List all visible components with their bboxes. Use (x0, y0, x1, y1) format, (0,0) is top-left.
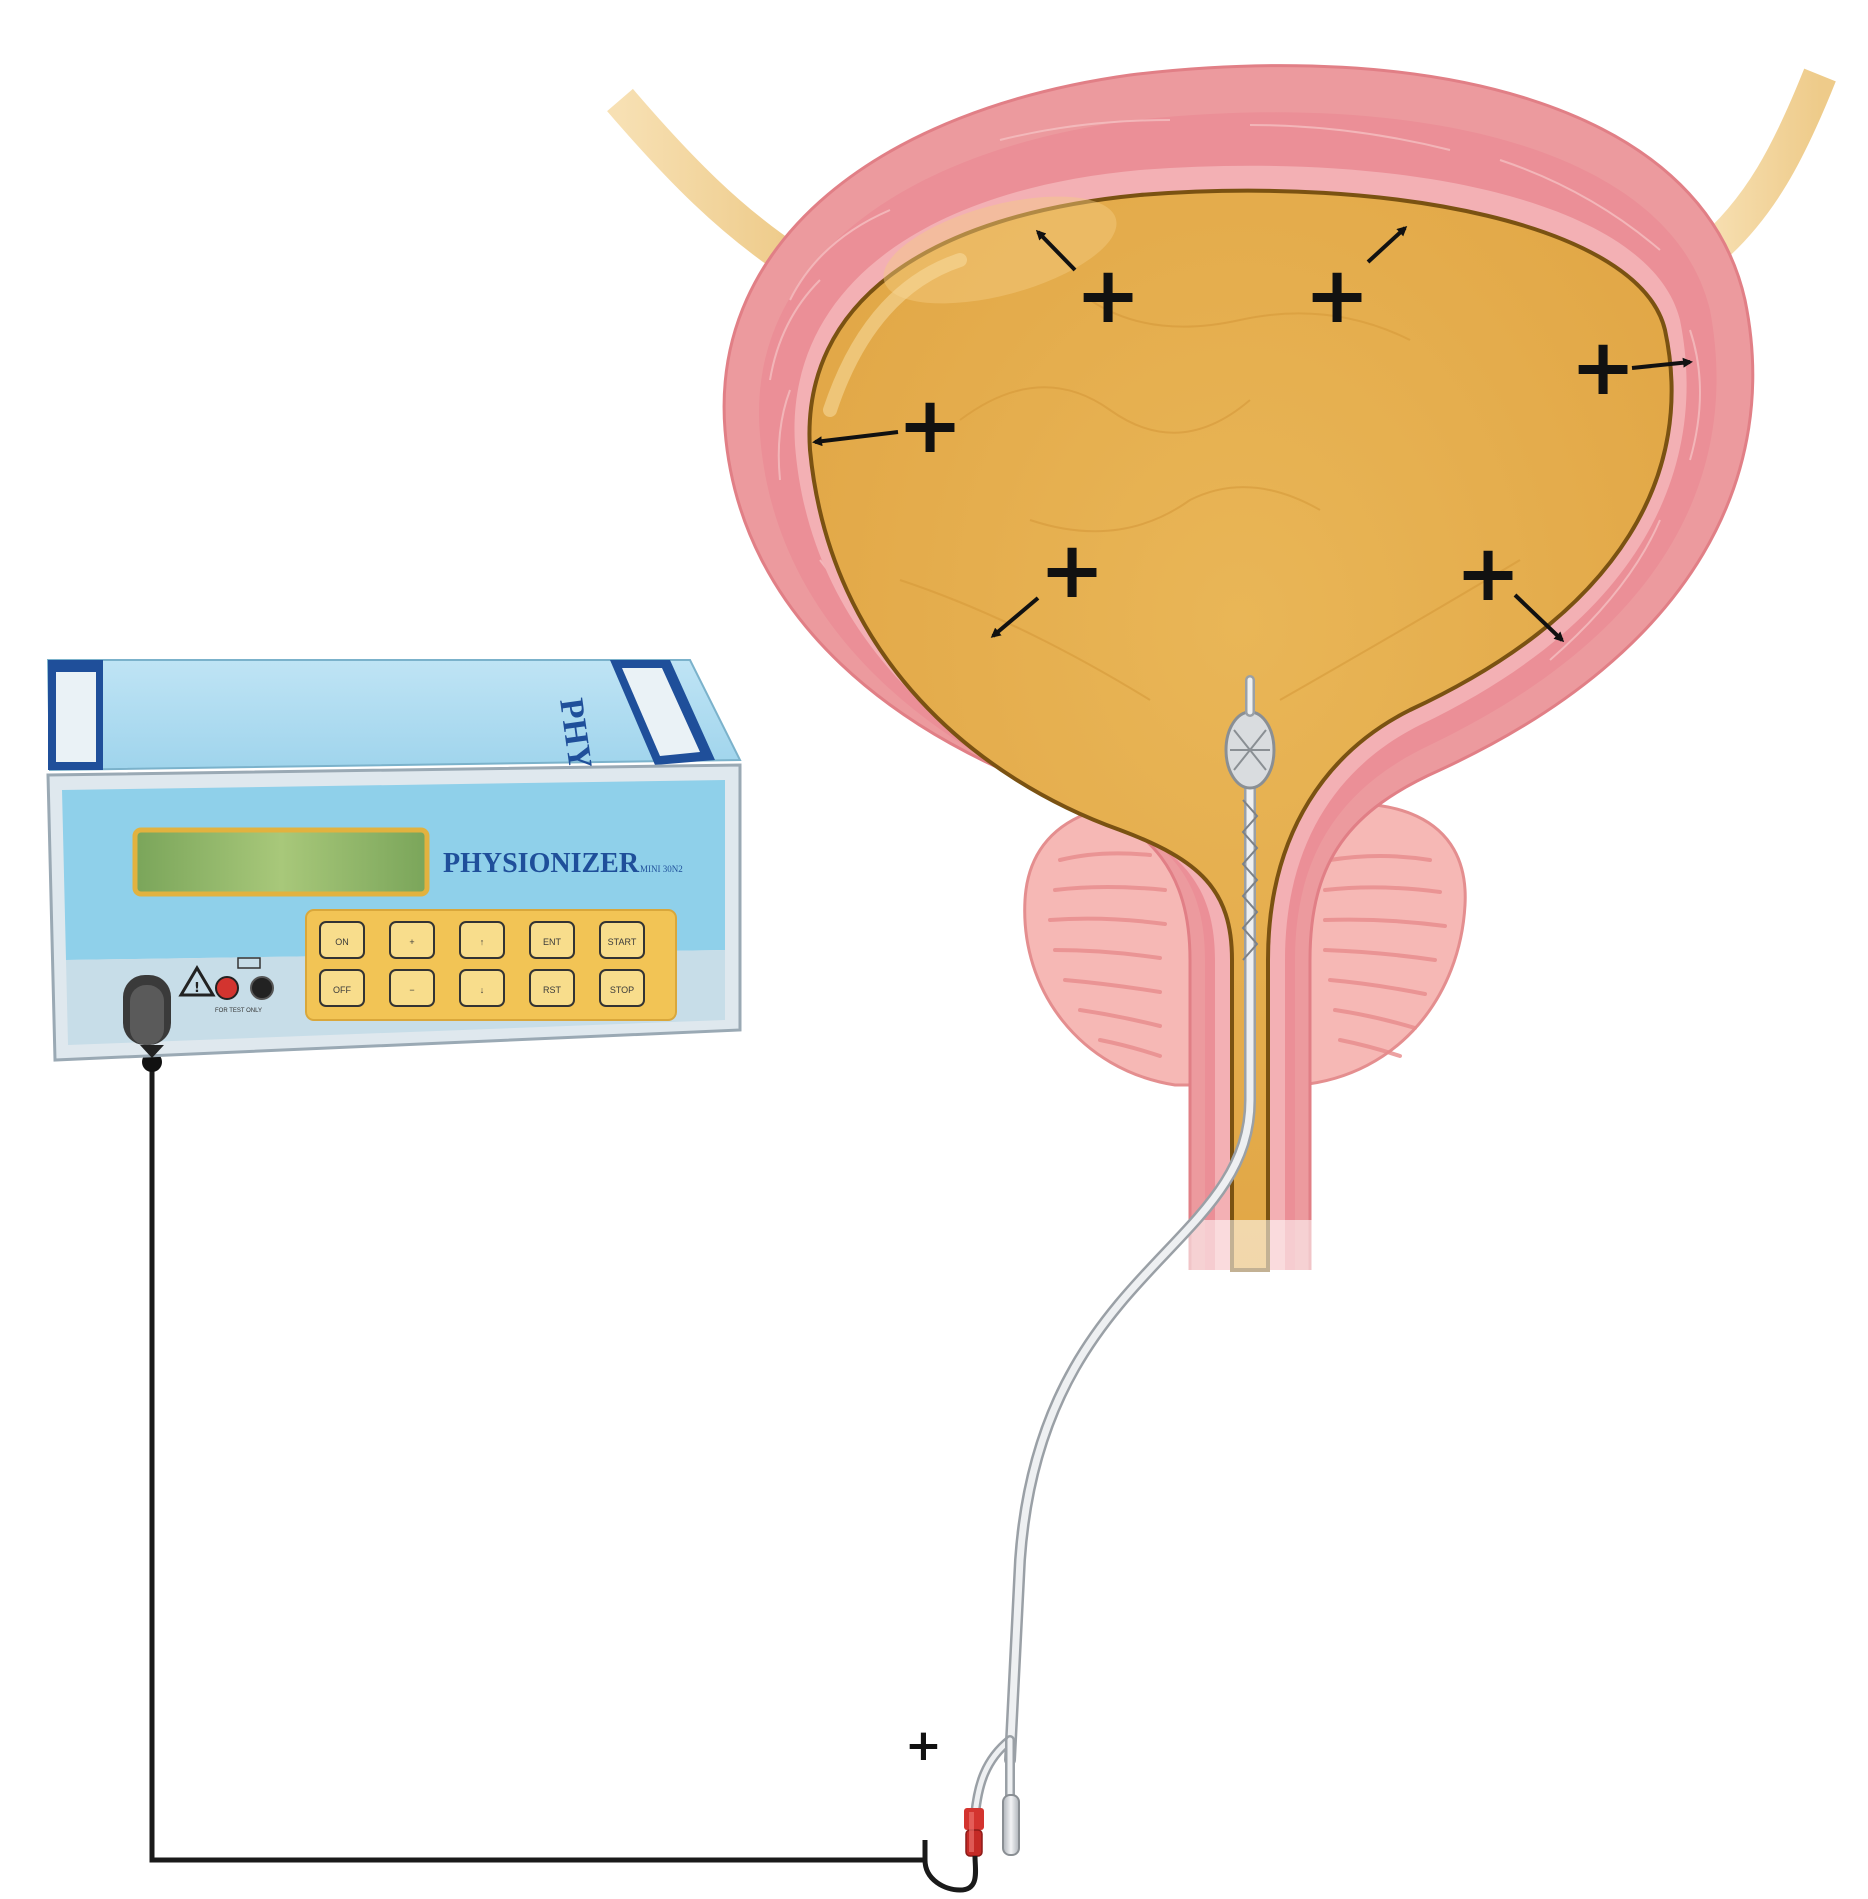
positive-ion-2: + (1304, 225, 1408, 341)
key-minus[interactable]: − (389, 969, 435, 1007)
outward-arrow (1035, 229, 1077, 272)
physionizer-device: PHYSION PHYSIONIZER MINI 30N2 ! FOR TEST… (46, 659, 742, 1062)
key-down[interactable]: ↓ (459, 969, 505, 1007)
plus-sign: + (1039, 526, 1104, 616)
lcd-display (132, 827, 430, 897)
plus-sign: + (1304, 251, 1369, 341)
key-label-off: OFF (333, 985, 351, 995)
key-label-plus: + (409, 937, 414, 947)
key-label-down: ↓ (480, 985, 485, 995)
positive-ion-5: + (990, 526, 1105, 638)
electrode-polarity-label: + (905, 1720, 942, 1771)
key-label-ent: ENT (543, 937, 562, 947)
electrode-connector (964, 1808, 984, 1857)
cable-plug (123, 975, 171, 1058)
key-label-rst: RST (543, 985, 562, 995)
plus-sign: + (1570, 323, 1635, 413)
positive-ion-4: + (812, 381, 963, 471)
key-rst[interactable]: RST (529, 969, 575, 1007)
electrode-wire (142, 1052, 979, 1893)
svg-text:!: ! (194, 981, 200, 996)
key-label-stop: STOP (610, 985, 634, 995)
plus-sign: + (897, 381, 962, 471)
black-terminal (250, 976, 274, 1000)
key-plus[interactable]: + (389, 921, 435, 959)
device-model: MINI 30N2 (640, 864, 683, 874)
outward-arrow (1513, 593, 1565, 643)
outward-arrow (812, 430, 899, 447)
device-brand: PHYSIONIZER (443, 848, 640, 879)
key-label-start: START (608, 937, 637, 947)
plus-sign: + (1455, 529, 1520, 619)
charge-markers: + + + + + + (812, 225, 1693, 643)
outward-arrow (990, 596, 1040, 638)
key-label-on: ON (335, 937, 349, 947)
terminal-note: FOR TEST ONLY (215, 1008, 262, 1014)
plus-sign: + (1075, 251, 1140, 341)
key-stop[interactable]: STOP (599, 969, 645, 1007)
outward-arrow (1366, 225, 1408, 264)
key-up[interactable]: ↑ (459, 921, 505, 959)
key-on[interactable]: ON (319, 921, 365, 959)
positive-ion-3: + (1570, 323, 1693, 413)
key-label-minus: − (409, 985, 414, 995)
key-label-up: ↑ (480, 937, 485, 947)
key-ent[interactable]: ENT (529, 921, 575, 959)
key-start[interactable]: START (599, 921, 645, 959)
ureter-right (1694, 68, 1836, 269)
positive-ion-6: + (1455, 529, 1565, 643)
ureter-left (607, 88, 800, 275)
prostate (1023, 801, 1467, 1087)
positive-ion-1: + (1035, 229, 1141, 341)
outward-arrow (1631, 357, 1693, 370)
urethra-fade (1180, 1220, 1320, 1280)
key-off[interactable]: OFF (319, 969, 365, 1007)
red-terminal (215, 976, 239, 1000)
warning-icon (178, 965, 216, 997)
catheter (970, 675, 1276, 1856)
